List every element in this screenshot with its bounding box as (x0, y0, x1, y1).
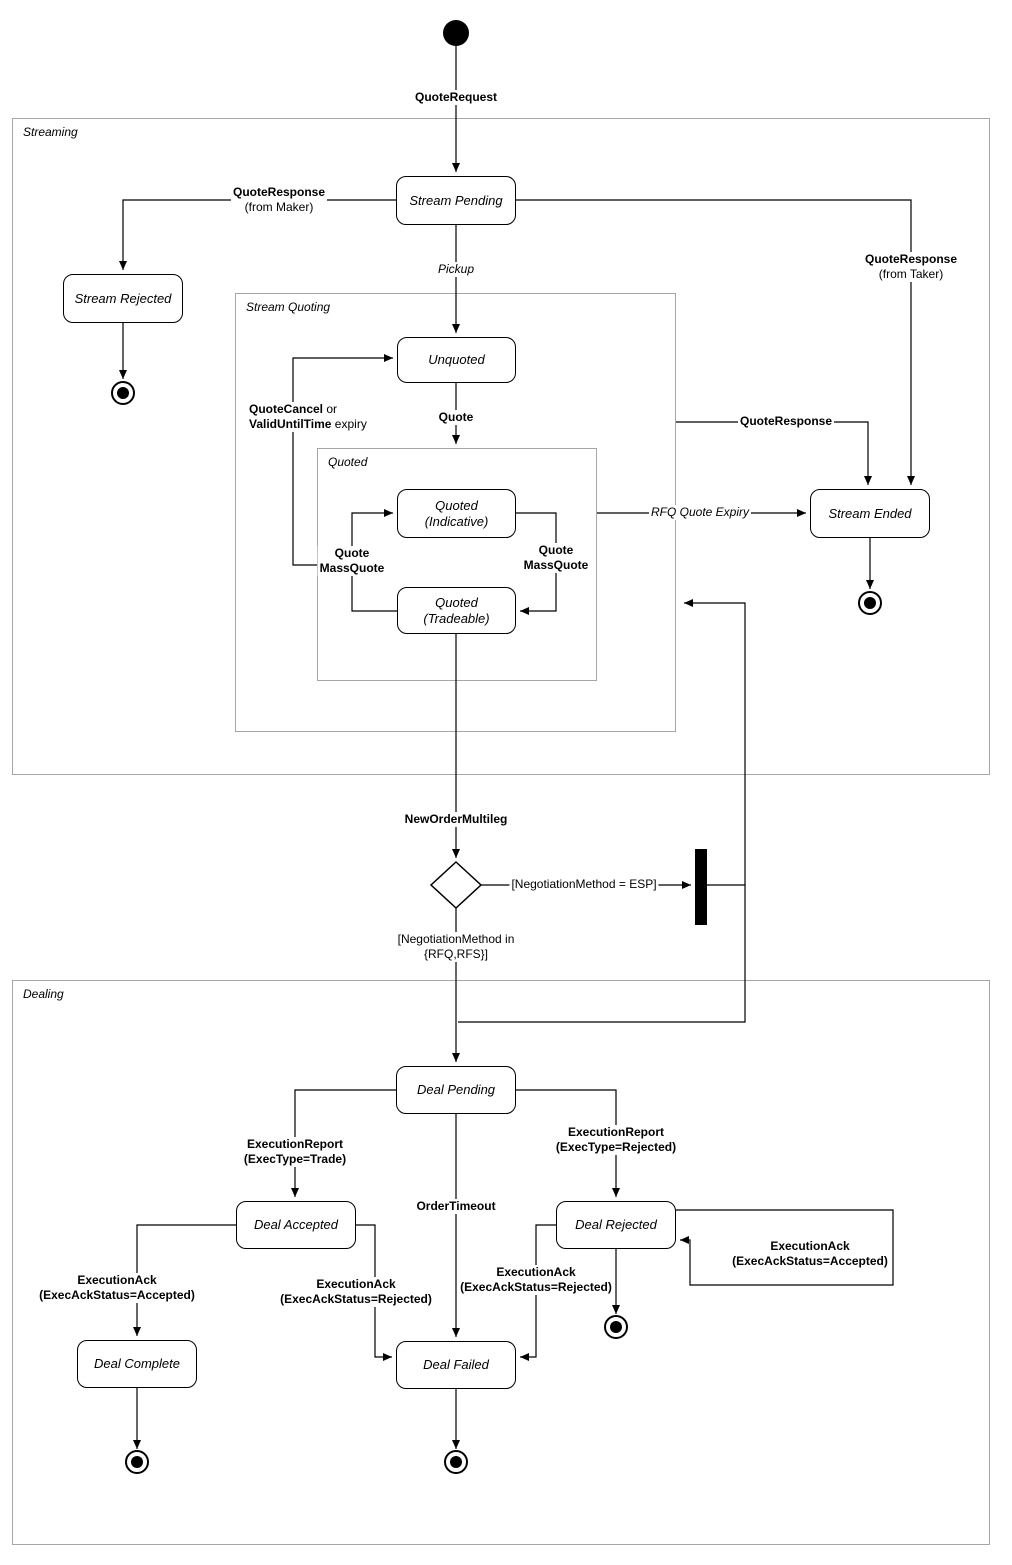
state-deal-pending: Deal Pending (396, 1066, 516, 1114)
state-deal-complete: Deal Complete (77, 1340, 197, 1388)
label-exec-ack-accepted-loop-1: ExecutionAck (770, 1239, 850, 1253)
label-mass-quote-left: Quote MassQuote (317, 546, 387, 576)
region-dealing-label: Dealing (23, 987, 64, 1001)
label-mass-quote-right: Quote MassQuote (521, 543, 591, 573)
label-exec-report-trade-1: ExecutionReport (246, 1137, 344, 1151)
final-state-stream-ended (858, 591, 882, 615)
state-quoted-tradeable: Quoted (Tradeable) (397, 587, 516, 634)
state-stream-ended: Stream Ended (810, 489, 930, 538)
label-exec-ack-rejected-mid: ExecutionAck (ExecAckStatus=Rejected) (278, 1277, 434, 1307)
label-pickup: Pickup (435, 262, 477, 277)
final-state-stream-rejected (111, 381, 135, 405)
transition-fork-to-deal-pending (458, 885, 746, 1023)
label-quote-cancel-event: QuoteCancel (249, 402, 324, 416)
state-stream-pending-label: Stream Pending (409, 192, 503, 208)
label-exec-report-trade: ExecutionReport (ExecType=Trade) (241, 1137, 349, 1167)
region-streaming-label: Streaming (23, 125, 78, 139)
final-state-deal-failed (444, 1450, 468, 1474)
state-unquoted-label: Unquoted (428, 352, 485, 367)
state-deal-rejected-label: Deal Rejected (575, 1217, 657, 1232)
label-quote-response: QuoteResponse (737, 414, 835, 429)
label-quote-response-from-maker-source: (from Maker) (244, 200, 314, 214)
label-rfq-quote-expiry: RFQ Quote Expiry (648, 505, 752, 520)
state-quoted-indicative-label-2: (Indicative) (424, 513, 489, 529)
label-guard-rfq-rfs-1: [NegotiationMethod in (397, 932, 515, 946)
choice-pseudostate (429, 860, 483, 910)
label-quote-cancel-suffix: or (323, 402, 338, 416)
label-quote-response-from-maker: QuoteResponse (from Maker) (230, 185, 328, 215)
state-deal-failed: Deal Failed (396, 1341, 516, 1389)
region-stream-quoting-label: Stream Quoting (246, 300, 331, 314)
region-streaming: Streaming (12, 118, 990, 775)
label-exec-report-rejected-2: (ExecType=Rejected) (555, 1140, 677, 1154)
transition-stream-quoting-to-stream-ended (676, 421, 872, 485)
state-deal-complete-label: Deal Complete (94, 1356, 180, 1371)
label-valid-until-event: ValidUntilTime (249, 417, 332, 431)
label-mass-quote-right-1: Quote (538, 543, 574, 557)
state-deal-rejected: Deal Rejected (556, 1201, 676, 1249)
label-guard-rfq-rfs-2: {RFQ,RFS}] (423, 947, 488, 961)
transition-stream-pending-to-stream-ended (516, 199, 915, 485)
label-exec-ack-rejected-side-1: ExecutionAck (496, 1265, 576, 1279)
state-stream-rejected-label: Stream Rejected (74, 290, 172, 306)
label-mass-quote-right-2: MassQuote (523, 558, 589, 572)
label-exec-ack-rejected-side-2: (ExecAckStatus=Rejected) (460, 1280, 612, 1294)
label-exec-report-trade-2: (ExecType=Trade) (243, 1152, 347, 1166)
label-exec-ack-rejected-side: ExecutionAck (ExecAckStatus=Rejected) (458, 1265, 614, 1295)
transition-quoted-to-unquoted (292, 354, 393, 566)
label-guard-rfq-rfs: [NegotiationMethod in {RFQ,RFS}] (395, 932, 517, 962)
label-exec-ack-accepted-left: ExecutionAck (ExecAckStatus=Accepted) (37, 1273, 197, 1303)
fork-bar (695, 849, 707, 925)
label-order-timeout: OrderTimeout (414, 1199, 498, 1214)
label-guard-esp: [NegotiationMethod = ESP] (509, 877, 659, 892)
label-quote-cancel-line1: QuoteCancel or (249, 402, 367, 417)
label-quote-request: QuoteRequest (412, 90, 500, 105)
state-quoted-tradeable-label-2: (Tradeable) (423, 610, 490, 626)
label-new-order-multileg: NewOrderMultileg (402, 812, 510, 827)
state-stream-pending: Stream Pending (396, 176, 516, 225)
label-mass-quote-left-1: Quote (334, 546, 370, 560)
label-exec-ack-accepted-loop: ExecutionAck (ExecAckStatus=Accepted) (730, 1239, 890, 1269)
label-exec-report-rejected: ExecutionReport (ExecType=Rejected) (553, 1125, 679, 1155)
label-exec-ack-rejected-mid-2: (ExecAckStatus=Rejected) (280, 1292, 432, 1306)
final-state-deal-complete (125, 1450, 149, 1474)
label-valid-until-suffix: expiry (331, 417, 367, 431)
state-deal-accepted-label: Deal Accepted (253, 1217, 339, 1232)
state-deal-accepted: Deal Accepted (236, 1201, 356, 1249)
region-quoted-label: Quoted (328, 455, 368, 469)
transition-deal-pending-to-deal-rejected (516, 1089, 620, 1197)
state-unquoted: Unquoted (397, 337, 516, 383)
transition-fork-to-quoted (684, 599, 746, 886)
state-stream-ended-label: Stream Ended (828, 505, 912, 521)
label-exec-ack-accepted-left-1: ExecutionAck (77, 1273, 157, 1287)
label-exec-ack-rejected-mid-1: ExecutionAck (316, 1277, 396, 1291)
state-quoted-indicative: Quoted (Indicative) (397, 489, 516, 538)
label-exec-report-rejected-1: ExecutionReport (567, 1125, 665, 1139)
state-quoted-indicative-label-1: Quoted (435, 497, 478, 513)
region-quoted: Quoted (317, 448, 597, 681)
label-exec-ack-accepted-loop-2: (ExecAckStatus=Accepted) (732, 1254, 888, 1268)
label-quote-response-from-maker-event: QuoteResponse (232, 185, 326, 199)
label-quote-response-from-taker-event: QuoteResponse (864, 252, 958, 266)
label-quote-response-from-taker-source: (from Taker) (878, 267, 944, 281)
label-exec-ack-accepted-left-2: (ExecAckStatus=Accepted) (39, 1288, 195, 1302)
state-deal-pending-label: Deal Pending (416, 1082, 496, 1097)
final-state-deal-rejected (604, 1315, 628, 1339)
transition-deal-rejected-self-loop (676, 1209, 894, 1286)
state-deal-failed-label: Deal Failed (423, 1357, 489, 1372)
label-quote-response-from-taker: QuoteResponse (from Taker) (862, 252, 960, 282)
state-quoted-tradeable-label-1: Quoted (435, 594, 478, 610)
region-dealing: Dealing (12, 980, 990, 1545)
label-mass-quote-left-2: MassQuote (319, 561, 385, 575)
label-quote: Quote (436, 410, 476, 425)
label-quote-cancel-line2: ValidUntilTime expiry (249, 417, 367, 432)
label-quote-cancel: QuoteCancel or ValidUntilTime expiry (247, 402, 369, 432)
initial-state (443, 20, 469, 46)
state-stream-rejected: Stream Rejected (63, 274, 183, 323)
